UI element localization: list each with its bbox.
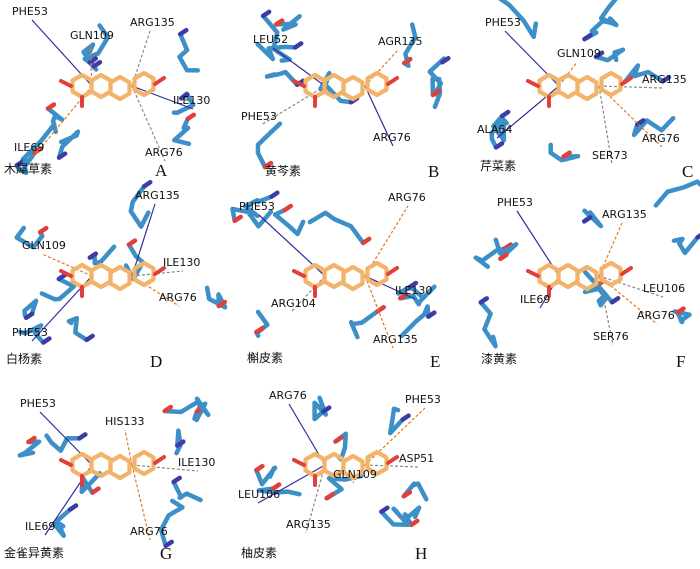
panel-letter: H xyxy=(415,544,428,563)
residue-label: ILE130 xyxy=(173,94,211,107)
residue-label: PHE53 xyxy=(12,5,48,18)
residue-label: ARG135 xyxy=(286,518,331,531)
molecule-render-h xyxy=(254,395,429,534)
residue-label: ILE69 xyxy=(14,141,45,154)
residue-label: ARG135 xyxy=(373,333,418,346)
residue-label: ASP51 xyxy=(399,452,435,465)
molecule-render-e xyxy=(230,190,437,349)
residue-label: ILE130 xyxy=(163,256,201,269)
molecule-render-f xyxy=(473,179,700,349)
residue-label: SER76 xyxy=(593,330,629,343)
residue-label: ARG76 xyxy=(130,525,168,538)
molecule-render-g xyxy=(17,396,211,549)
residue-label: ARG76 xyxy=(159,291,197,304)
residue-label: GLN109 xyxy=(333,468,377,481)
residue-label: PHE53 xyxy=(12,326,48,339)
residue-label: ARG76 xyxy=(388,191,426,204)
residue-label: GLN109 xyxy=(70,29,114,42)
panel-letter: C xyxy=(682,162,694,181)
compound-name: 芹菜素 xyxy=(480,159,517,173)
compound-name: 柚皮素 xyxy=(241,546,278,560)
residue-label: PHE53 xyxy=(241,110,277,123)
residue-label: LEU106 xyxy=(643,282,686,295)
compound-name: 金雀异黄素 xyxy=(4,546,65,560)
residue-label: GLN109 xyxy=(557,47,601,60)
residue-label: PHE53 xyxy=(405,393,441,406)
panel-letter: B xyxy=(428,162,440,181)
panel-letter: F xyxy=(676,352,686,371)
residue-label: ARG135 xyxy=(642,73,687,86)
residue-label: ARG76 xyxy=(637,309,675,322)
residue-label: ILE130 xyxy=(395,284,433,297)
compound-name: 黄芩素 xyxy=(265,164,302,178)
residue-label: ARG104 xyxy=(271,297,316,310)
residue-label: AGR135 xyxy=(378,35,423,48)
molecule-render-b xyxy=(255,9,451,170)
residue-label: ARG135 xyxy=(602,208,647,221)
residue-label: PHE53 xyxy=(497,196,533,209)
molecule-render-a xyxy=(14,19,201,176)
residue-label: HIS133 xyxy=(105,415,145,428)
compound-name: 槲皮素 xyxy=(247,351,284,365)
panel-letter: D xyxy=(150,352,163,371)
residue-label: GLN109 xyxy=(22,239,66,252)
residue-label: ARG76 xyxy=(269,389,307,402)
panel-letter: E xyxy=(430,352,441,371)
compound-name: 木犀草素 xyxy=(4,162,53,176)
compound-name: 漆黄素 xyxy=(481,352,518,366)
residue-label: PHE53 xyxy=(20,397,56,410)
residue-label: ILE69 xyxy=(25,520,56,533)
residue-label: ALA64 xyxy=(477,123,513,136)
residue-label: LEU52 xyxy=(253,33,289,46)
residue-label: ARG135 xyxy=(130,16,175,29)
panel-letter: A xyxy=(155,161,168,180)
residue-label: LEU106 xyxy=(238,488,281,501)
residue-label: ARG76 xyxy=(145,146,183,159)
residue-label: PHE53 xyxy=(485,16,521,29)
compound-name: 白杨素 xyxy=(6,352,43,366)
residue-label: SER73 xyxy=(592,149,628,162)
residue-label: ILE130 xyxy=(178,456,216,469)
residue-label: ARG76 xyxy=(642,132,680,145)
residue-label: ILE69 xyxy=(520,293,551,306)
molecule-render-c xyxy=(489,0,676,165)
residue-label: ARG76 xyxy=(373,131,411,144)
residue-label: ARG135 xyxy=(135,189,180,202)
residue-label: PHE53 xyxy=(239,200,275,213)
molecule-render-d xyxy=(14,179,228,345)
panel-letter: G xyxy=(160,544,173,563)
